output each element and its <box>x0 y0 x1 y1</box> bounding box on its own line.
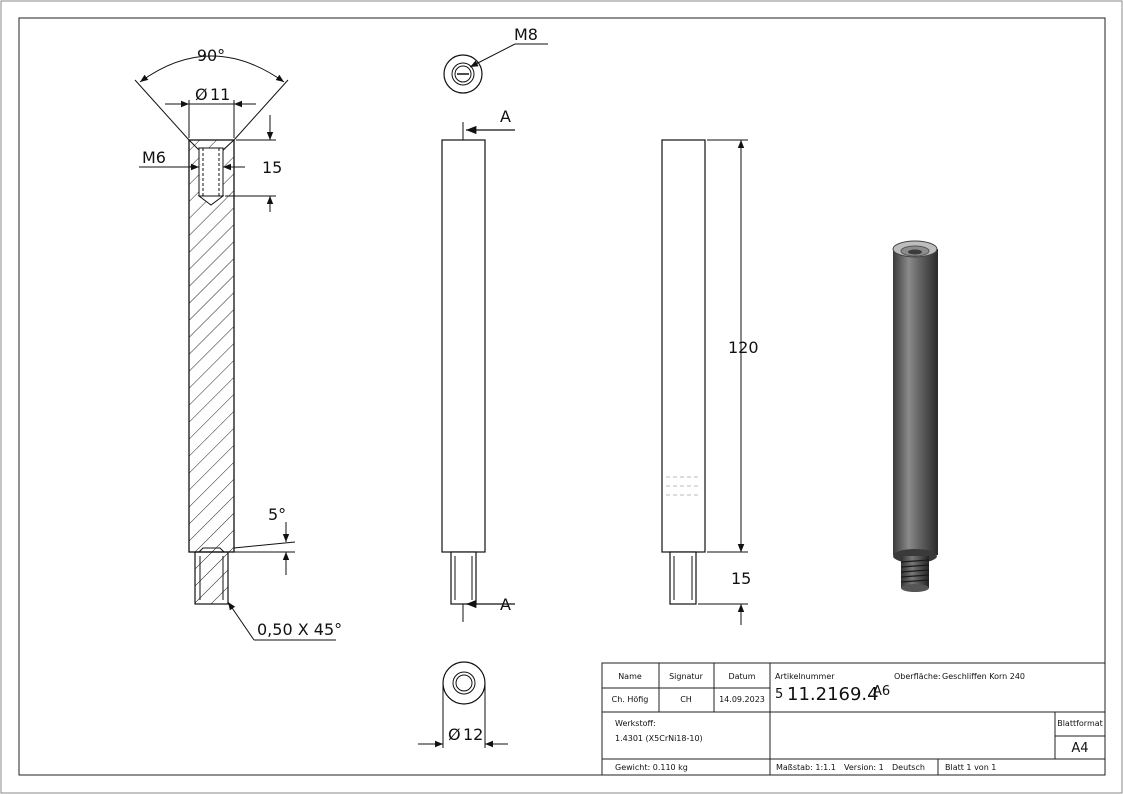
date-value: 14.09.2023 <box>719 695 765 704</box>
angle-dimension: 90° <box>134 46 289 141</box>
angle-5-dimension: 5° <box>233 505 296 575</box>
article-prefix: 5 <box>775 687 783 702</box>
signature-value: CH <box>680 695 692 704</box>
surface-value: Geschliffen Korn 240 <box>942 672 1025 681</box>
diameter-symbol-bottom: Ø <box>448 725 461 744</box>
section-mark-bottom: A <box>500 595 511 614</box>
bottom-view: Ø 12 <box>418 661 508 748</box>
date-header: Datum <box>728 672 755 681</box>
version-value: Version: 1 <box>844 763 884 772</box>
surface-label: Oberfläche: <box>894 672 941 681</box>
angle-label: 90° <box>197 46 225 65</box>
signature-header: Signatur <box>669 672 704 681</box>
article-suffix: A6 <box>873 684 890 699</box>
material-label: Werkstoff: <box>615 719 656 728</box>
depth-label: 15 <box>262 158 282 177</box>
m6-label: M6 <box>142 148 166 167</box>
m8-label: M8 <box>514 25 538 44</box>
top-view: M8 <box>443 25 548 94</box>
name-header: Name <box>618 672 642 681</box>
section-mark-top: A <box>500 107 511 126</box>
language-value: Deutsch <box>892 763 925 772</box>
isometric-render <box>892 240 938 592</box>
title-block: Name Signatur Datum Ch. Höfig CH 14.09.2… <box>601 662 1106 776</box>
length-label: 120 <box>728 338 759 357</box>
diameter-symbol: Ø <box>195 85 208 104</box>
section-view <box>188 139 235 605</box>
weight-value: Gewicht: 0.110 kg <box>615 763 688 772</box>
name-value: Ch. Höfig <box>612 695 649 704</box>
dia-bottom-label: 12 <box>463 725 483 744</box>
thread-length-label: 15 <box>731 569 751 588</box>
material-value: 1.4301 (X5CrNi18-10) <box>615 734 703 743</box>
sheet-value: Blatt 1 von 1 <box>945 763 996 772</box>
depth-15-dimension: 15 <box>225 115 282 212</box>
chamfer-callout: 0,50 X 45° <box>227 601 342 641</box>
format-label: Blattformat <box>1057 719 1103 728</box>
diameter-11-dimension: Ø 11 <box>165 85 256 138</box>
side-view: 120 15 <box>661 139 759 625</box>
format-value: A4 <box>1071 741 1088 756</box>
scale-value: Maßstab: 1:1.1 <box>776 763 836 772</box>
chamfer-label: 0,50 X 45° <box>257 620 342 639</box>
dia-top-label: 11 <box>210 85 230 104</box>
article-label: Artikelnummer <box>775 672 835 681</box>
thread-m6-callout: M6 <box>139 148 245 171</box>
article-number: 11.2169.4 <box>787 684 879 705</box>
front-view: A A <box>441 107 515 622</box>
angle-small-label: 5° <box>268 505 286 524</box>
